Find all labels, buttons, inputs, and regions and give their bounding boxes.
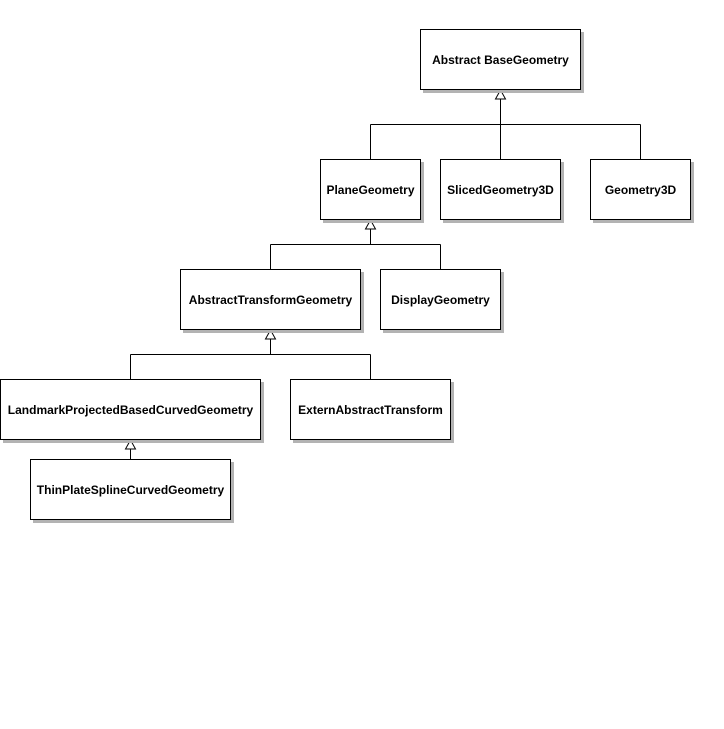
class-name: LandmarkProjectedBasedCurvedGeometry xyxy=(7,402,254,417)
inheritance-arrowhead xyxy=(494,88,507,100)
class-name: SlicedGeometry3D xyxy=(447,182,554,197)
class-name: Abstract BaseGeometry xyxy=(432,52,569,67)
class-node-thin-plate-spline-curved-geometry[interactable]: ThinPlateSplineCurvedGeometry xyxy=(30,459,231,520)
inheritance-edge-plane-geometry xyxy=(270,218,441,270)
class-node-geometry-3d[interactable]: Geometry3D xyxy=(590,159,691,220)
inheritance-arrowhead xyxy=(124,438,137,450)
class-name: PlaneGeometry xyxy=(326,182,415,197)
class-name: DisplayGeometry xyxy=(391,292,490,307)
inheritance-edge-abstract-transform-geometry xyxy=(130,328,371,380)
class-node-display-geometry[interactable]: DisplayGeometry xyxy=(380,269,501,330)
inheritance-edge-landmark-projected xyxy=(124,438,137,460)
class-node-plane-geometry[interactable]: PlaneGeometry xyxy=(320,159,421,220)
inheritance-arrowhead xyxy=(364,218,377,230)
class-name: Geometry3D xyxy=(604,182,677,197)
class-node-abstract-base-geometry[interactable]: Abstract BaseGeometry xyxy=(420,29,581,90)
class-node-landmark-projected-based-curved-geometry[interactable]: LandmarkProjectedBasedCurvedGeometry xyxy=(0,379,261,440)
class-name: AbstractTransformGeometry xyxy=(188,292,353,307)
class-node-abstract-transform-geometry[interactable]: AbstractTransformGeometry xyxy=(180,269,361,330)
inheritance-edge-abstract-base-geometry xyxy=(370,88,641,160)
class-name: ExternAbstractTransform xyxy=(298,402,443,417)
inheritance-arrowhead xyxy=(264,328,277,340)
class-node-sliced-geometry-3d[interactable]: SlicedGeometry3D xyxy=(440,159,561,220)
class-node-extern-abstract-transform[interactable]: ExternAbstractTransform xyxy=(290,379,451,440)
class-name: ThinPlateSplineCurvedGeometry xyxy=(36,482,225,497)
